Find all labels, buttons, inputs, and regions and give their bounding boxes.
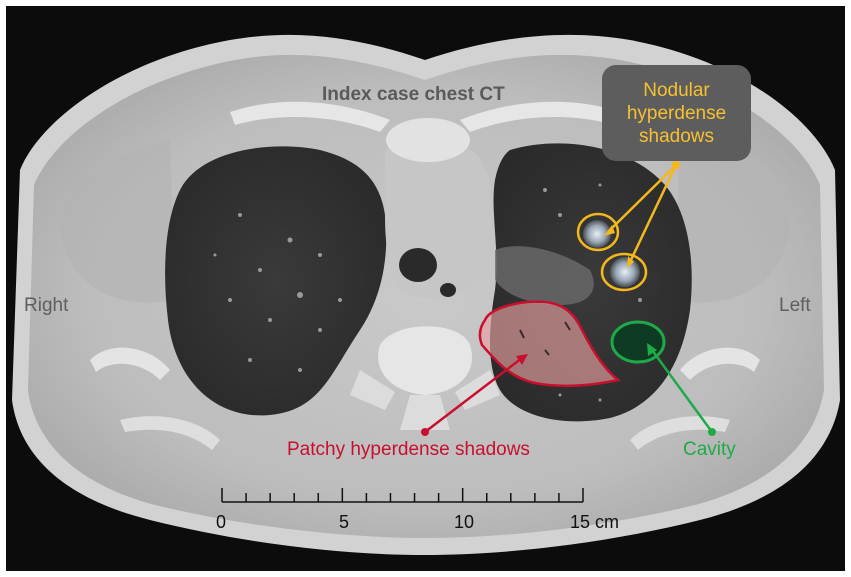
- patchy-shadows-label: Patchy hyperdense shadows: [287, 439, 530, 460]
- nodule-lower-circle: [600, 252, 648, 292]
- trachea: [399, 248, 437, 282]
- esophagus: [440, 283, 456, 297]
- cavity-arrow: [650, 349, 714, 433]
- scale-tick-label: 0: [216, 512, 227, 532]
- patchy-arrow: [424, 357, 523, 433]
- nodule-arrow-2: [628, 164, 678, 263]
- mediastinum: [385, 142, 492, 299]
- nodular-line-3: shadows: [639, 125, 714, 147]
- nodule-upper-circle: [576, 212, 620, 252]
- image-title: Index case chest CT: [322, 84, 505, 105]
- nodule-upper: [583, 220, 611, 248]
- sternum: [386, 118, 470, 162]
- lung-vessels: [213, 183, 642, 402]
- scale-tick-label: 10: [454, 512, 475, 532]
- nodular-line-2: hyperdense: [626, 102, 727, 124]
- orientation-right-label: Right: [24, 295, 69, 316]
- nodule-arrow-1: [607, 164, 677, 233]
- cavity-label: Cavity: [683, 439, 736, 460]
- orientation-left-label: Left: [779, 295, 811, 316]
- scale-bar: [221, 488, 584, 503]
- scale-tick-label: 5: [339, 512, 350, 532]
- vertebra: [378, 326, 473, 395]
- nodular-line-1: Nodular: [643, 79, 710, 101]
- scale-tick-label: 15 cm: [570, 512, 620, 532]
- right-lung: [165, 146, 387, 416]
- nodule-lower: [610, 257, 640, 287]
- nodular-shadows-callout: Nodular hyperdense shadows: [602, 65, 751, 161]
